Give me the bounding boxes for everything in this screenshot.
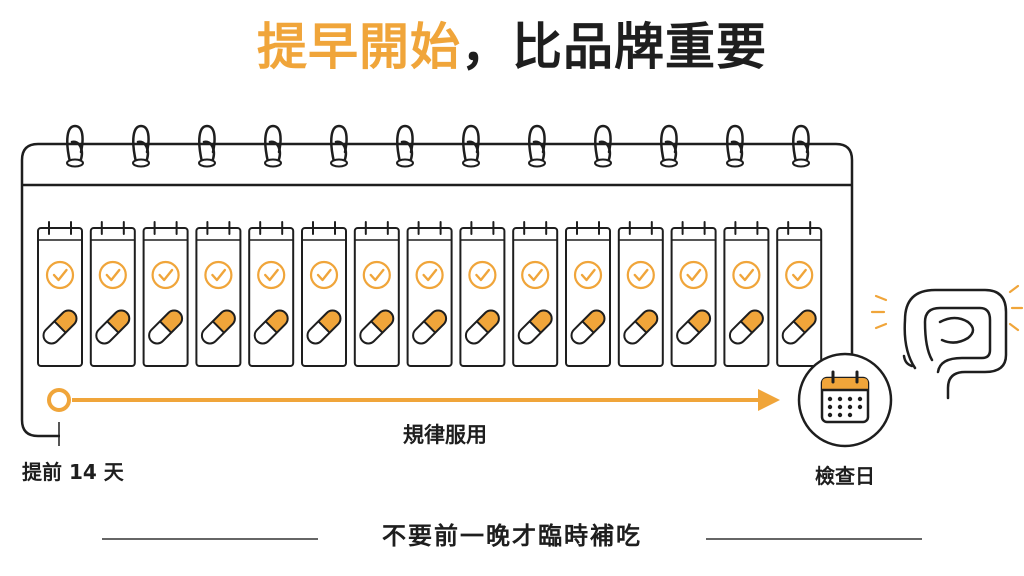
binder-ring	[330, 124, 348, 168]
day-card	[459, 221, 506, 367]
capsule-icon	[359, 309, 395, 345]
check-circle-icon	[732, 260, 761, 290]
check-circle-icon	[626, 260, 655, 290]
capsule-icon	[464, 309, 500, 345]
day-card	[670, 221, 717, 367]
check-circle-icon	[362, 260, 391, 290]
calendar-frame	[20, 142, 854, 438]
day-card	[617, 221, 664, 367]
day-card	[565, 221, 611, 367]
title-rest: ，比品牌重要	[461, 18, 767, 76]
capsule-icon	[517, 309, 553, 345]
day-card	[248, 221, 295, 367]
check-circle-icon	[98, 260, 127, 290]
capsule-icon	[306, 309, 342, 345]
check-circle-icon	[45, 260, 75, 290]
binder-ring	[132, 124, 150, 168]
day-card	[353, 221, 400, 367]
check-circle-icon	[679, 260, 708, 290]
binder-ring	[66, 124, 84, 168]
check-circle-icon	[151, 260, 180, 290]
end-label: 檢查日	[815, 464, 875, 488]
capsule-icon	[253, 309, 289, 345]
intestine-icon	[902, 288, 1008, 400]
capsule-icon	[676, 309, 712, 345]
check-circle-icon	[521, 260, 550, 290]
binder-ring	[264, 124, 282, 168]
day-card	[406, 221, 453, 367]
timeline-arrow-head	[758, 389, 780, 411]
day-card	[301, 221, 347, 367]
day-card	[512, 221, 559, 367]
binder-ring	[528, 124, 546, 168]
check-circle-icon	[573, 260, 603, 290]
capsule-icon	[623, 309, 659, 345]
start-marker	[47, 388, 71, 412]
day-card	[37, 221, 83, 367]
check-circle-icon	[257, 260, 286, 290]
check-circle-icon	[204, 260, 233, 290]
capsule-icon	[200, 309, 236, 345]
binder-rings	[66, 124, 810, 168]
binder-ring	[594, 124, 612, 168]
check-circle-icon	[785, 260, 814, 290]
check-circle-icon	[468, 260, 497, 290]
capsule-icon	[570, 309, 606, 345]
start-label: 提前 14 天	[22, 460, 124, 484]
day-card	[195, 221, 242, 367]
check-circle-icon	[415, 260, 444, 290]
capsule-icon	[95, 309, 131, 345]
binder-ring	[198, 124, 216, 168]
day-card	[776, 221, 823, 367]
bottom-note: 不要前一晚才臨時補吃	[382, 522, 642, 550]
check-circle-icon	[309, 260, 339, 290]
binder-ring	[396, 124, 414, 168]
capsule-icon	[148, 309, 184, 345]
capsule-icon	[412, 309, 448, 345]
capsule-icon	[728, 309, 764, 345]
capsule-icon	[781, 309, 817, 345]
arrow-label: 規律服用	[403, 423, 487, 447]
day-card	[142, 221, 189, 367]
binder-ring	[726, 124, 744, 168]
binder-ring	[660, 124, 678, 168]
binder-ring	[462, 124, 480, 168]
capsule-icon	[42, 309, 78, 345]
day-card	[89, 221, 136, 367]
day-cards	[37, 221, 823, 367]
binder-ring	[792, 124, 810, 168]
title-highlight: 提早開始	[257, 18, 461, 76]
day-card	[723, 221, 770, 367]
page-title: 提早開始，比品牌重要	[0, 22, 1024, 72]
calendar-icon	[797, 352, 893, 448]
intestine-glow-lines	[870, 284, 1024, 332]
